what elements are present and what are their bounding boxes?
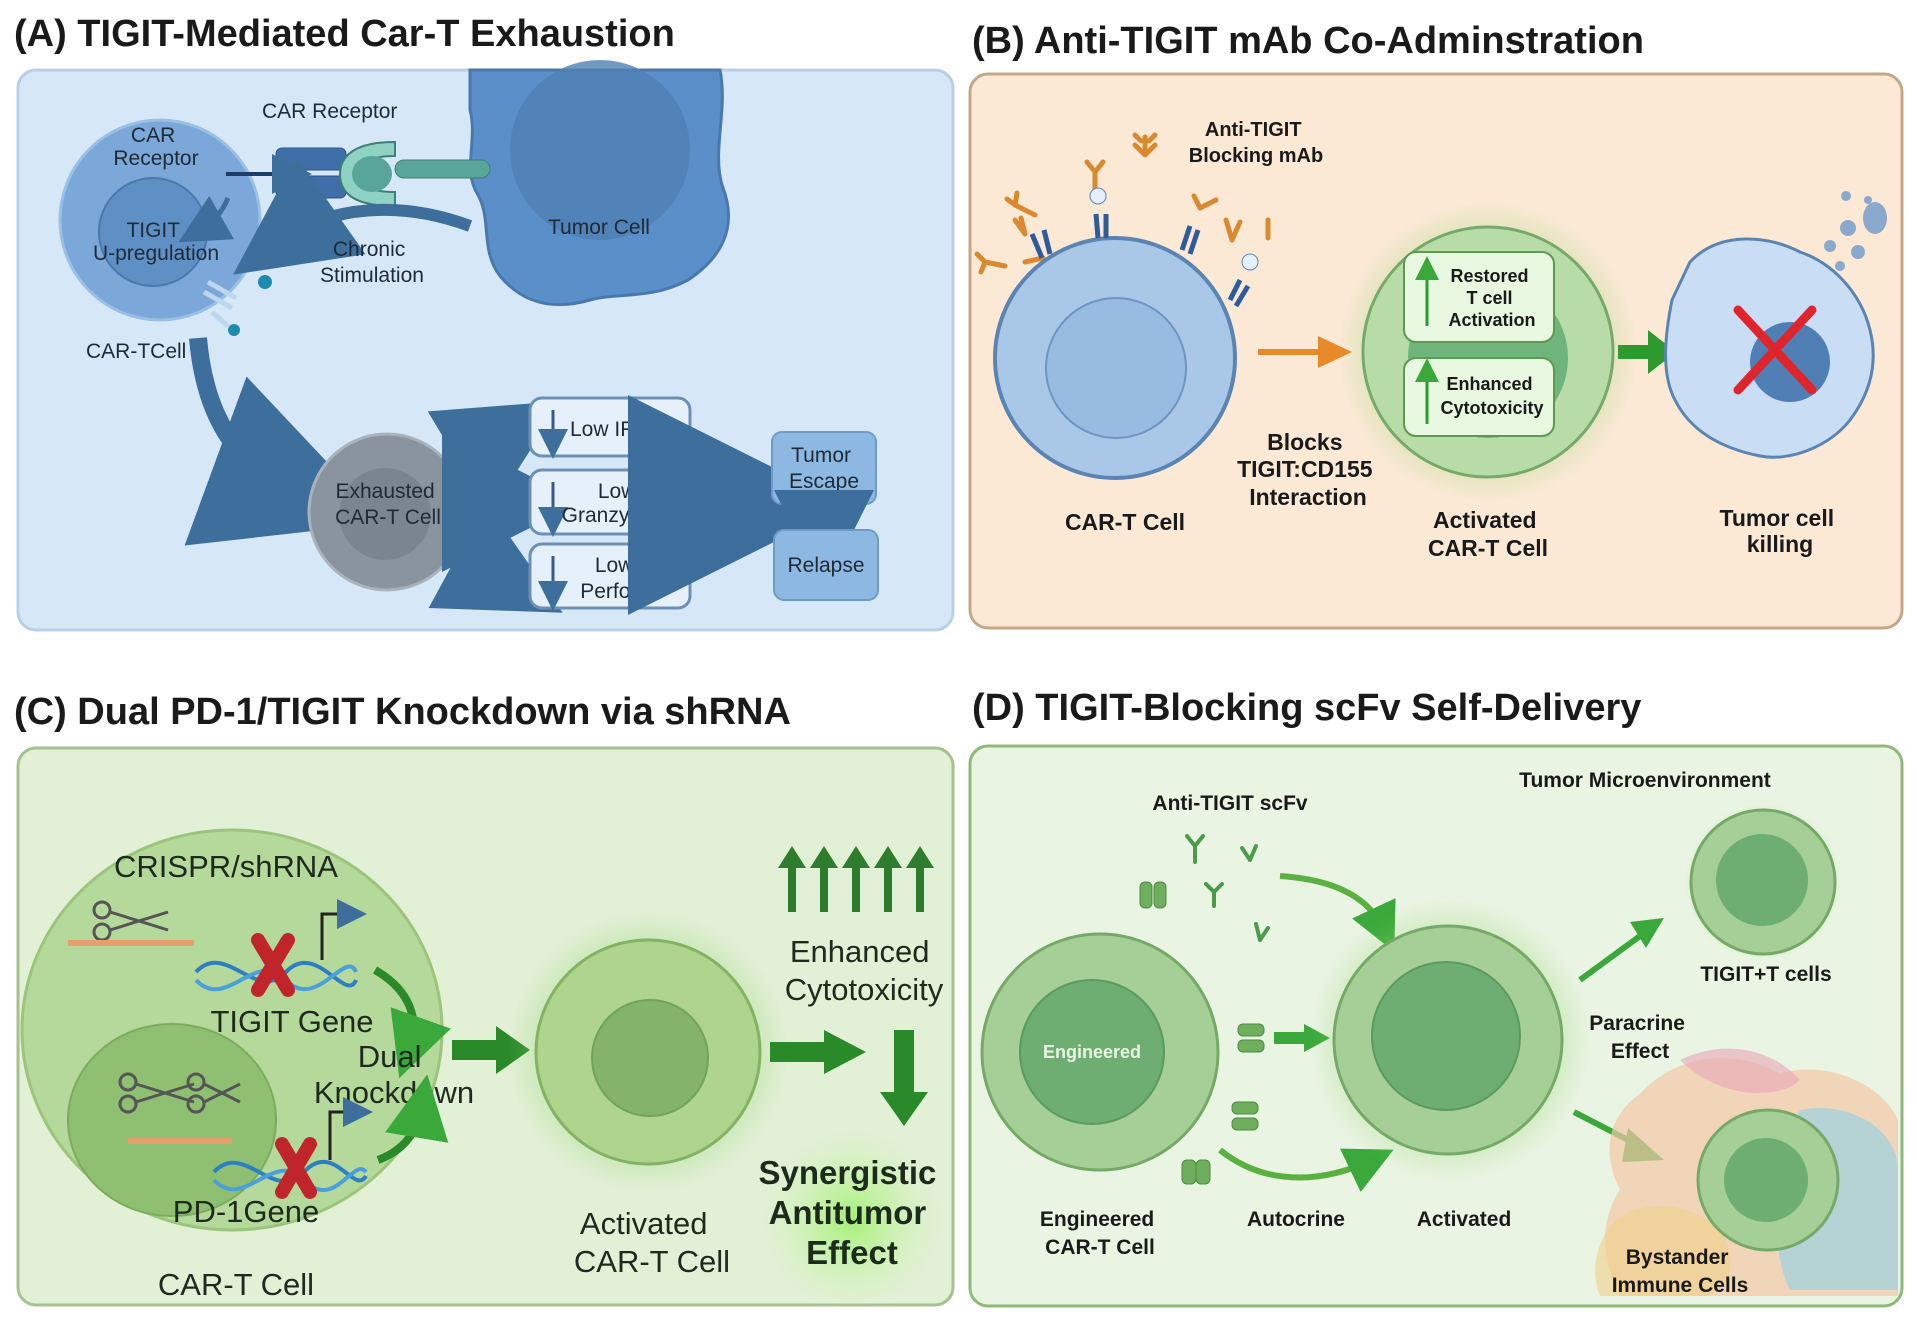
enhanced-label: Enhanced Cytotoxicity [1440, 374, 1543, 418]
crispr-label: CRISPR/shRNA [114, 849, 338, 884]
low-perforin-box: Low Perforin [528, 542, 692, 611]
d-receptor-icons [1139, 881, 1265, 1185]
panel-d-title: (D) TIGIT-Blocking scFv Self-Delivery [972, 687, 1641, 729]
blocks-label: Blocks TIGIT:CD155 Interaction [1237, 429, 1379, 510]
bystander-label: Bystander Immune Cells [1612, 1246, 1749, 1297]
c-nucleus [67, 1023, 277, 1217]
d-activated-nucleus [1371, 961, 1521, 1111]
pd1-knockout-x-icon [275, 1137, 317, 1199]
autocrine-arrow [1218, 1147, 1394, 1192]
tigit-upregulation-label: TIGIT U-pregulation [93, 219, 219, 265]
tumor-escape-label: Tumor Escape [789, 444, 859, 493]
tigit-knockout-x-icon [251, 933, 295, 997]
panel-b-title: (B) Anti-TIGIT mAb Co-Adminstration [972, 20, 1644, 62]
car-receptor-top-label: CAR Receptor [262, 100, 397, 123]
exhaustion-arrow [184, 337, 385, 546]
debris-icons [1824, 191, 1887, 271]
low-granzyme-box: Low Granzyme B [528, 468, 692, 537]
d-activated-label: Activated [1417, 1208, 1512, 1231]
panel-a: (A) TIGIT-Mediated Car-T Exhaustion Tumo… [14, 13, 955, 632]
restored-box: Restored T cell Activation [1403, 251, 1555, 343]
tigit-gene-label: TIGIT Gene [210, 1004, 373, 1039]
b-ligand-icon-2 [1241, 253, 1259, 271]
bystander-nucleus [1724, 1138, 1808, 1222]
panel-b: (B) Anti-TIGIT mAb Co-Adminstration Anti… [968, 20, 1904, 630]
antibody-icons [974, 132, 1271, 275]
upregulation-arrow [178, 195, 235, 243]
low-ifn-box: Low IFN-Y [528, 396, 692, 459]
tumor-escape-box: Tumor Escape [771, 431, 877, 505]
knockdown-arrow-2 [376, 1074, 449, 1164]
chronic-stimulation-label: Chronic Stimulation [320, 238, 424, 287]
pd1-promoter-icon [328, 1097, 373, 1160]
scfv-icons [1185, 834, 1270, 942]
relapse-label: Relapse [787, 554, 864, 577]
rna-strand [68, 940, 194, 946]
paracrine-arrow-up [1578, 933, 1642, 983]
b-car-t-label: CAR-T Cell [1065, 509, 1185, 535]
car-t-cell-label: CAR-TCell [86, 340, 186, 363]
c-activated-nucleus [591, 999, 709, 1117]
panel-a-title: (A) TIGIT-Mediated Car-T Exhaustion [14, 13, 675, 55]
b-tigit-receptors [1029, 213, 1251, 308]
engineered-inner-label: Engineered [1043, 1042, 1141, 1062]
autocrine-label: Autocrine [1247, 1208, 1345, 1231]
c-down-arrow-head [880, 1092, 928, 1126]
panel-c: (C) Dual PD-1/TIGIT Knockdown via shRNA … [14, 691, 955, 1310]
restored-label: Restored T cell Activation [1448, 266, 1535, 330]
b-activated-label: Activated CAR-T Cell [1428, 507, 1548, 561]
pd1-gene-label: PD-1Gene [173, 1194, 319, 1229]
b-orange-arrowhead [1318, 336, 1352, 368]
tumor-cell-label: Tumor Cell [548, 216, 650, 239]
car-receptor-inner-label: CAR Receptor [113, 124, 198, 170]
enhanced-box: Enhanced Cytotoxicity [1403, 357, 1555, 437]
tigit-t-label: TIGIT+T cells [1700, 963, 1831, 986]
c-activated-label: Activated CAR-T Cell [574, 1206, 730, 1279]
mab-label: Anti-TIGIT Blocking mAb [1189, 119, 1323, 167]
scfv-label: Anti-TIGIT scFv [1152, 792, 1307, 815]
paracrine-label: Paracrine Effect [1589, 1012, 1691, 1063]
b-car-t-nucleus [1045, 297, 1187, 439]
tigit-t-nucleus [1716, 834, 1808, 926]
low-ifn-label: Low IFN-Y [570, 418, 669, 441]
b-ligand-icon-1 [1089, 187, 1107, 205]
exhausted-nucleus [339, 468, 431, 560]
tme-label: Tumor Microenvironment [1519, 769, 1771, 792]
kill-x-icon [1733, 305, 1817, 395]
b-green-arrowhead [1648, 330, 1676, 374]
synergistic-label: Synergistic Antitumor Effect [758, 1154, 945, 1271]
panel-d: (D) TIGIT-Blocking scFv Self-Delivery An… [968, 687, 1904, 1308]
knockdown-arrow-1 [372, 966, 451, 1079]
engineered-label: Engineered CAR-T Cell [1040, 1208, 1160, 1259]
exhausted-cell-label: Exhausted CAR-T Cell [335, 480, 441, 529]
engineered-nucleus [1019, 979, 1165, 1125]
tumor-nucleus [510, 60, 690, 240]
enhanced-arrows-icon [778, 846, 934, 912]
chronic-stimulation-arrow [233, 156, 473, 275]
relapse-box: Relapse [773, 529, 879, 601]
tigit-promoter-icon [320, 899, 367, 960]
rna-strand-2 [128, 1138, 232, 1144]
synergistic-glow [762, 1130, 942, 1310]
arrow-to-perforin [428, 502, 563, 613]
paracrine-arrowhead-up [1630, 918, 1664, 948]
c-car-t-label: CAR-T Cell [158, 1267, 314, 1302]
c-arrow-head-2 [824, 1030, 866, 1074]
c-enhanced-label: Enhanced Cytotoxicity [785, 934, 944, 1007]
killing-label: Tumor cell killing [1720, 505, 1841, 557]
panel-c-title: (C) Dual PD-1/TIGIT Knockdown via shRNA [14, 691, 791, 733]
tigit-receptor-icon [202, 275, 272, 336]
scissors-icon-2 [118, 1072, 241, 1114]
